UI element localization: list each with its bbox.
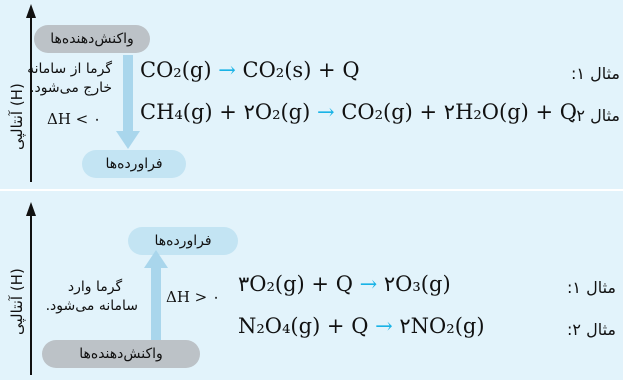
reaction-equation-1: CO₂(g) → CO₂(s) + Q	[140, 58, 360, 82]
equation-rhs: CO₂(s) + Q	[242, 58, 360, 82]
example-label-2: مثال ۲:	[571, 106, 620, 125]
down-arrow-icon	[116, 55, 140, 149]
delta-h-positive: ΔH > ۰	[166, 288, 221, 306]
reactants-box: واکنش‌دهنده‌ها	[42, 340, 200, 368]
up-arrow-icon	[144, 250, 168, 340]
reaction-equation-1: ۳O₂(g) + Q → ۲O₃(g)	[238, 272, 451, 296]
note-line: خارج می‌شود.	[30, 80, 112, 96]
enthalpy-axis-label: آنتالپی (H)	[8, 268, 26, 335]
note-line: گرما از سامانه	[27, 61, 112, 77]
reaction-arrow-icon: →	[359, 272, 378, 296]
equation-lhs: N₂O₄(g) + Q	[238, 314, 369, 338]
equation-lhs: CH₄(g) + ۲O₂(g)	[140, 100, 311, 124]
enthalpy-axis	[26, 4, 36, 182]
note-line: گرما وارد	[67, 279, 123, 295]
exothermic-panel: آنتالپی (H) واکنش‌دهنده‌ها فراورده‌ها گر…	[8, 4, 620, 182]
equation-rhs: ۲O₃(g)	[383, 272, 451, 296]
equation-lhs: CO₂(g)	[140, 58, 212, 82]
reaction-equation-2: CH₄(g) + ۲O₂(g) → CO₂(g) + ۲H₂O(g) + Q	[140, 100, 577, 124]
equation-rhs: ۲NO₂(g)	[399, 314, 485, 338]
products-box: فراورده‌ها	[128, 227, 238, 255]
enthalpy-axis	[26, 202, 36, 375]
heat-absorbed-note: گرما وارد سامانه می‌شود.	[45, 278, 138, 316]
delta-h-negative: ΔH < ۰	[47, 110, 102, 128]
reaction-arrow-icon: →	[317, 100, 335, 124]
example-label-2: مثال ۲:	[567, 320, 616, 339]
equation-rhs: CO₂(g) + ۲H₂O(g) + Q	[341, 100, 578, 124]
example-label-1: مثال ۱:	[567, 278, 616, 297]
example-label-1: مثال ۱:	[571, 64, 620, 83]
reaction-equation-2: N₂O₄(g) + Q → ۲NO₂(g)	[238, 314, 485, 338]
enthalpy-axis-label: آنتالپی (H)	[8, 83, 26, 150]
reaction-arrow-icon: →	[375, 314, 393, 338]
heat-released-note: گرما از سامانه خارج می‌شود.	[27, 60, 112, 98]
products-box: فراورده‌ها	[82, 150, 186, 178]
reaction-arrow-icon: →	[218, 58, 236, 82]
equation-lhs: ۳O₂(g) + Q	[238, 272, 353, 296]
panel-divider	[0, 189, 623, 191]
endothermic-panel: آنتالپی (H) فراورده‌ها واکنش‌دهنده‌ها گر…	[0, 190, 623, 380]
reactants-box: واکنش‌دهنده‌ها	[34, 25, 150, 53]
note-line: سامانه می‌شود.	[45, 298, 138, 314]
